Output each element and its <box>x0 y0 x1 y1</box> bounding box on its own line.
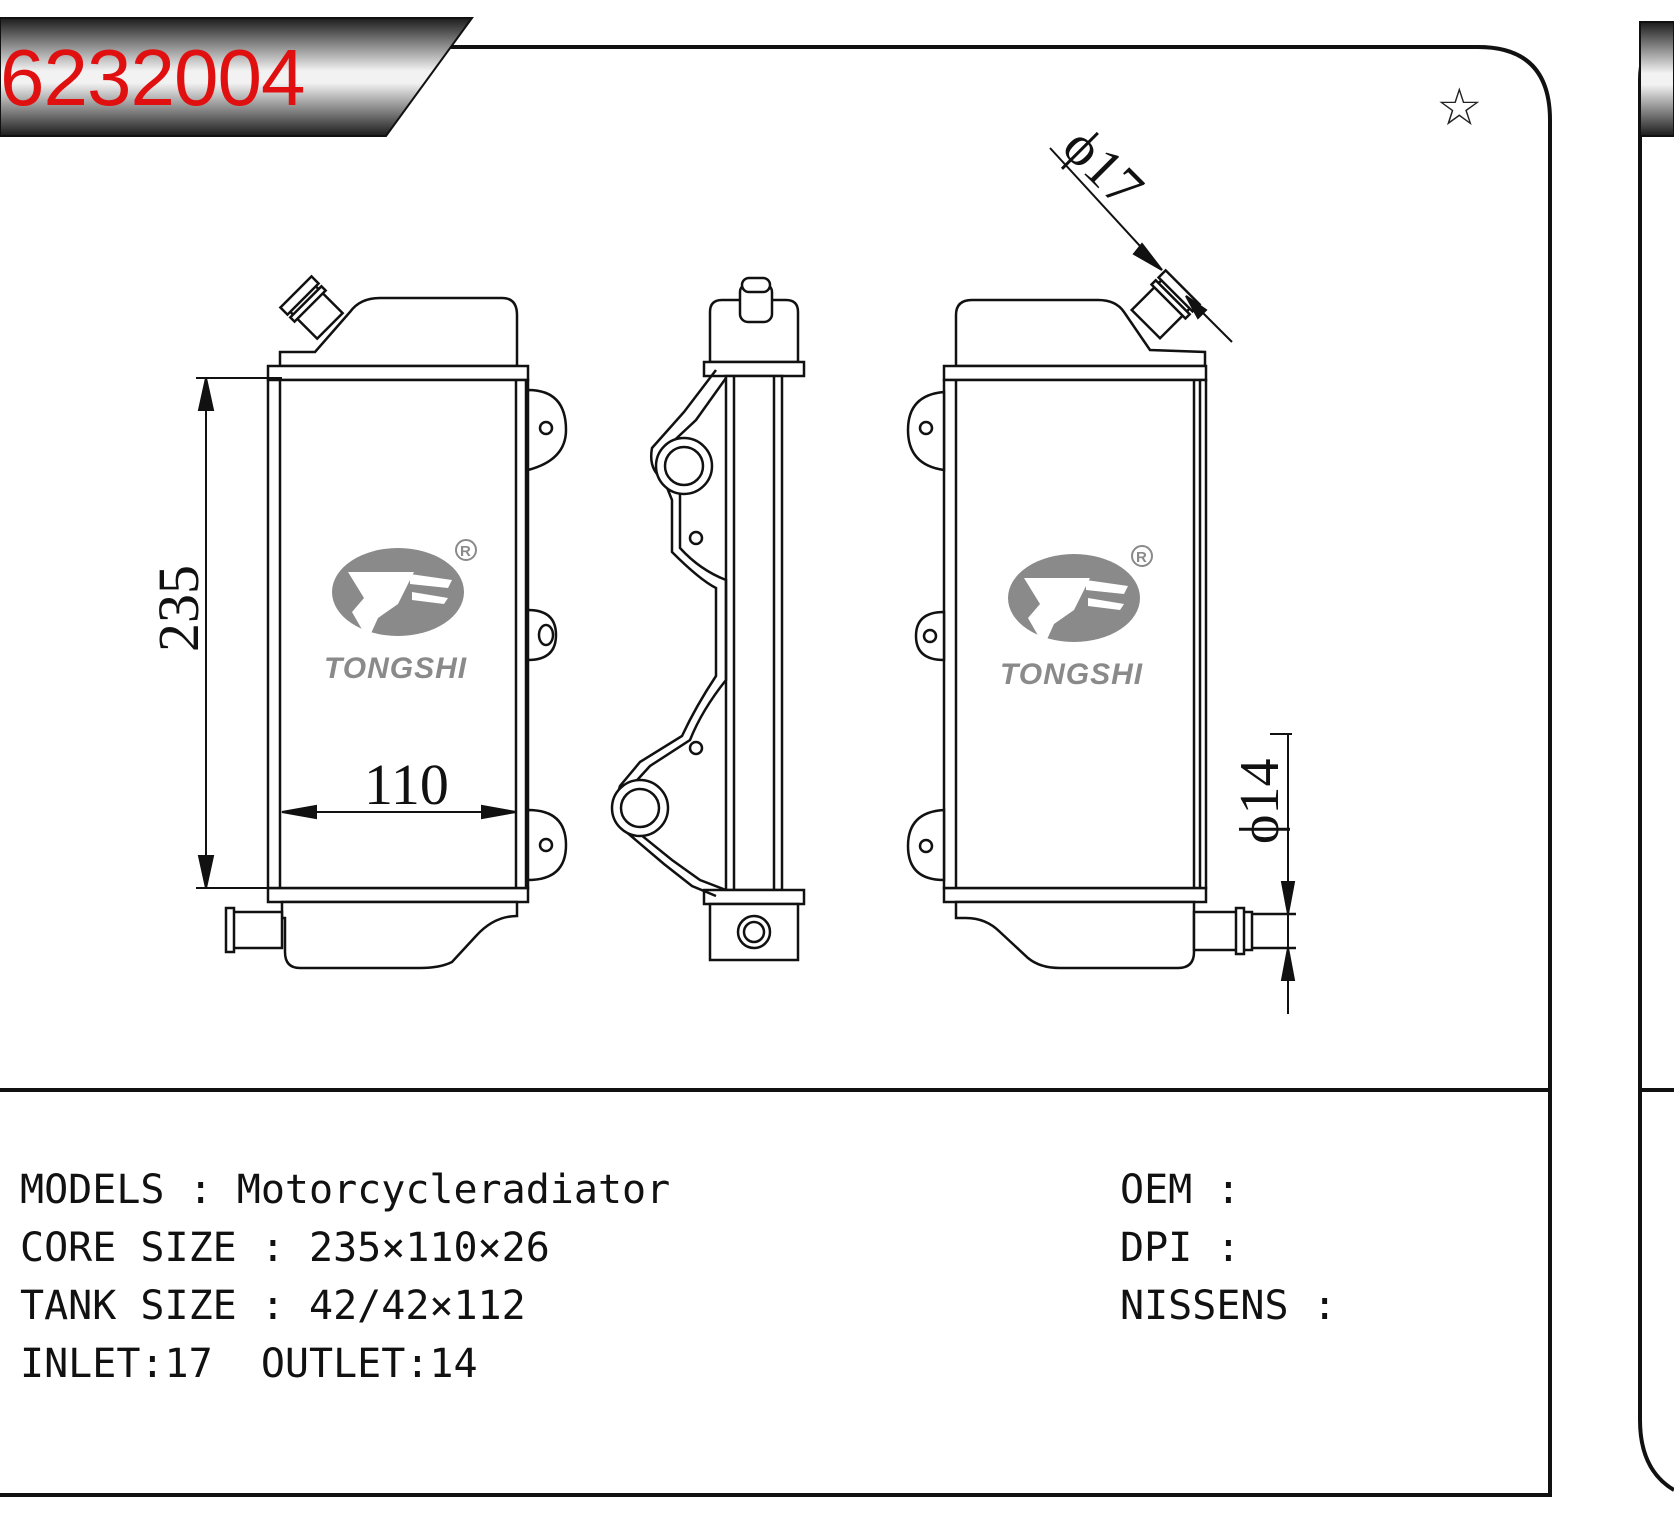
dimension-lines-front <box>196 377 517 889</box>
main-frame <box>0 45 1552 1497</box>
radiator-side-view <box>610 276 806 962</box>
outlet-diameter-dimension: ϕ14 <box>1229 759 1291 844</box>
registered-mark: R <box>460 543 471 560</box>
part-number-tab <box>0 17 474 137</box>
brand-name: TONGSHI <box>324 652 467 685</box>
radiator-rear-view <box>906 268 1296 970</box>
spec-oem: OEM : <box>1120 1167 1241 1213</box>
part-number: 6232004 <box>0 33 305 122</box>
brand-logo-left: R TONGSHI <box>324 539 477 685</box>
width-dimension: 110 <box>364 752 449 817</box>
spec-inlet-outlet: INLET:17 OUTLET:14 <box>20 1341 478 1387</box>
spec-tank-size: TANK SIZE : 42/42×112 <box>20 1283 526 1329</box>
inlet-diameter-dimension: ϕ17 <box>1051 115 1155 219</box>
spec-core-size: CORE SIZE : 235×110×26 <box>20 1225 550 1271</box>
spec-nissens: NISSENS : <box>1120 1283 1337 1329</box>
registered-mark: R <box>1136 549 1147 566</box>
spec-dpi: DPI : <box>1120 1225 1241 1271</box>
star-outline-icon[interactable]: ☆ <box>1436 78 1483 138</box>
next-card-edge <box>1638 45 1674 1492</box>
height-dimension: 235 <box>146 565 211 652</box>
next-card-tab <box>1639 21 1674 137</box>
brand-logo-right: R TONGSHI <box>1000 545 1153 691</box>
radiator-front-view <box>224 274 568 970</box>
brand-name: TONGSHI <box>1000 658 1143 691</box>
dimension-lines-rear <box>1049 147 1296 1014</box>
spec-models: MODELS : Motorcycleradiator <box>20 1167 671 1213</box>
